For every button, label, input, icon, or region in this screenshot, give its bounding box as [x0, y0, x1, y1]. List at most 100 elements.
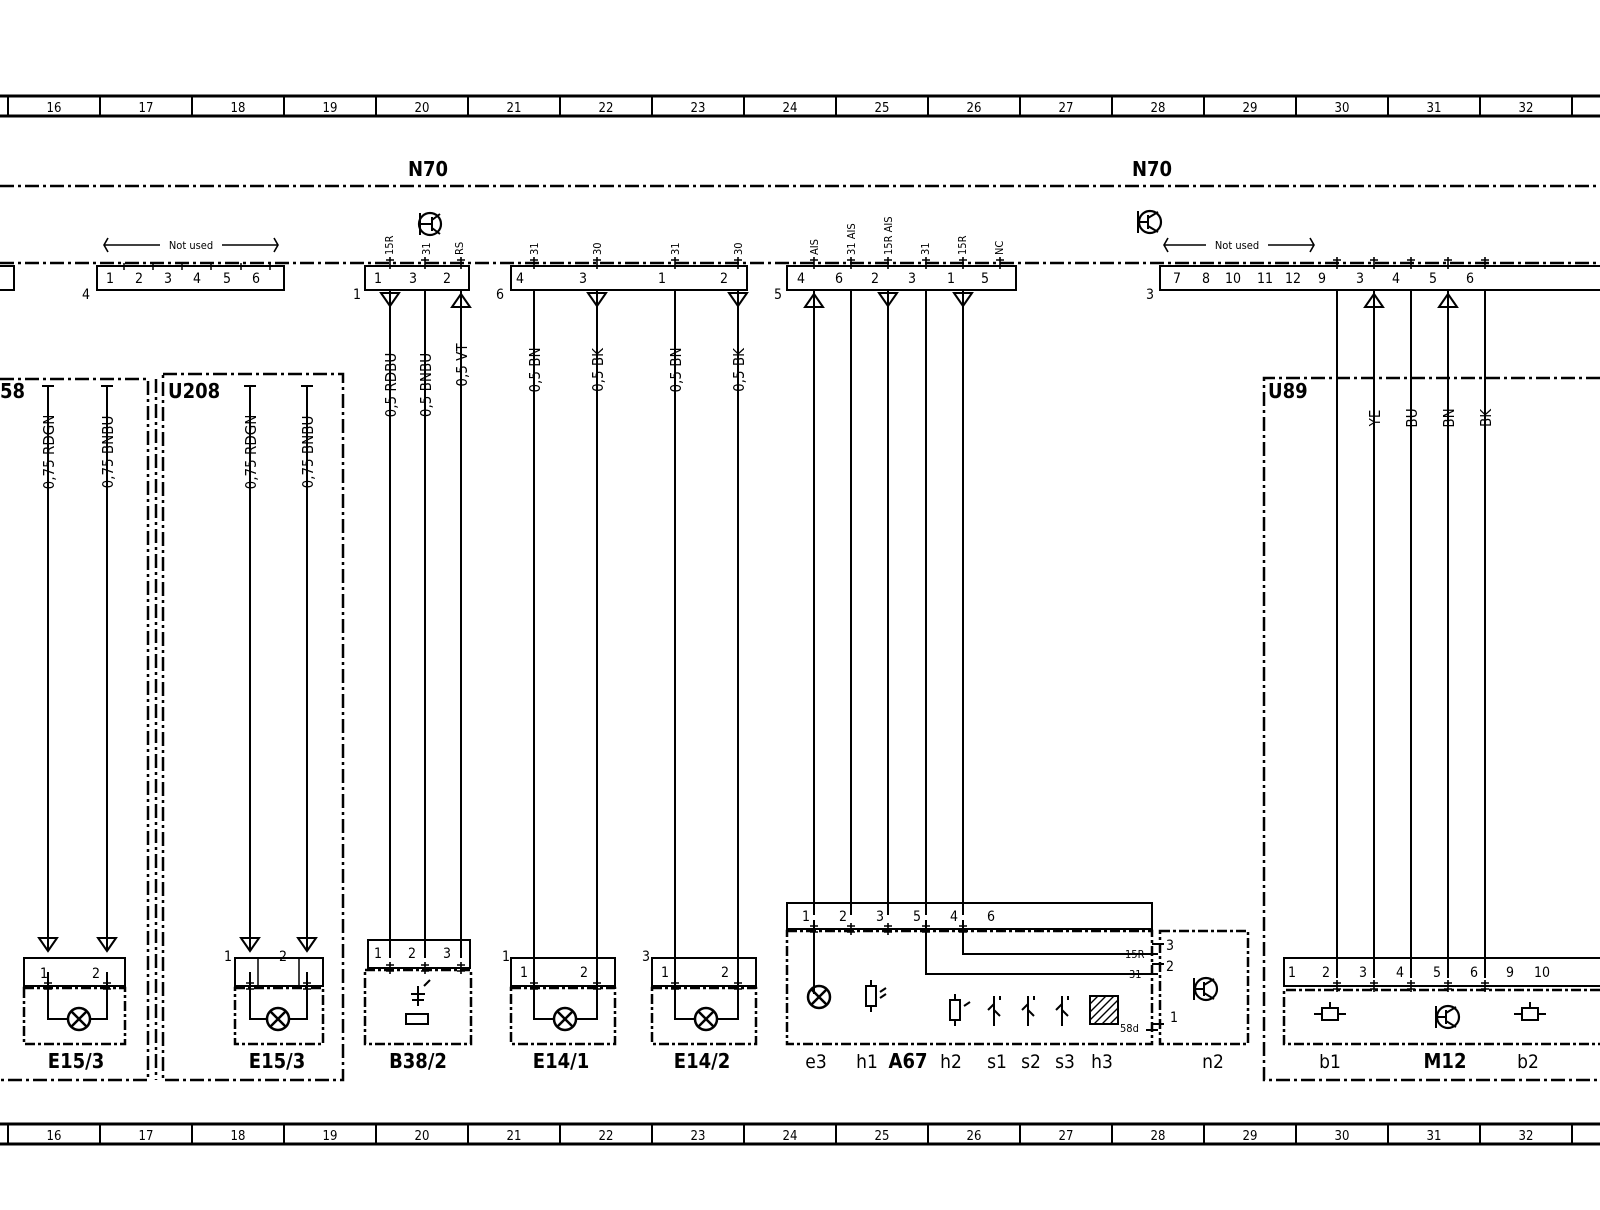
transistor-icon	[417, 211, 443, 237]
wire-label: 0,5 BK	[589, 347, 607, 392]
pin-function: 31	[528, 242, 541, 255]
ruler-col: 21	[507, 101, 522, 116]
wires	[47, 290, 1486, 978]
ruler-col: 28	[1151, 1129, 1166, 1144]
svg-text:6: 6	[835, 271, 843, 287]
ruler-col: 27	[1059, 101, 1074, 116]
svg-text:2: 2	[1166, 959, 1174, 975]
bottom-ruler	[0, 1122, 1600, 1146]
ruler-col: 20	[415, 101, 430, 116]
a67-part-label: h1	[856, 1051, 878, 1073]
module-label-n70: N70	[1132, 157, 1172, 181]
ruler-col: 25	[875, 1129, 890, 1144]
a67-internal-label: 31	[1129, 968, 1142, 981]
ruler-col: 28	[1151, 101, 1166, 116]
ruler-col: 22	[599, 1129, 614, 1144]
ruler-col: 29	[1243, 101, 1258, 116]
component-n2: 321	[1152, 929, 1250, 1046]
wire-terminals	[42, 385, 313, 393]
svg-text:1: 1	[802, 909, 810, 925]
svg-text:3: 3	[579, 271, 587, 287]
switch-icon	[987, 996, 1069, 1026]
svg-text:6: 6	[1466, 271, 1474, 287]
svg-text:1: 1	[106, 271, 114, 287]
svg-text:1: 1	[374, 946, 382, 962]
group-boxes	[0, 372, 1600, 1082]
svg-text:4: 4	[516, 271, 524, 287]
svg-text:2: 2	[839, 909, 847, 925]
ruler-col: 17	[139, 1129, 154, 1144]
svg-text:5: 5	[1429, 271, 1437, 287]
ruler-col: 24	[783, 1129, 798, 1144]
signal-arrows	[38, 292, 1458, 952]
transistor-icon	[1137, 209, 1163, 235]
svg-text:2: 2	[408, 946, 416, 962]
ruler-col: 16	[47, 101, 62, 116]
svg-text:9: 9	[1318, 271, 1326, 287]
svg-text:2: 2	[1322, 965, 1330, 981]
not-used-label: Not used	[1215, 239, 1259, 252]
component-label: E15/3	[249, 1049, 305, 1073]
svg-text:2: 2	[871, 271, 879, 287]
connector-number: 5	[774, 287, 782, 303]
lamp-icon	[806, 984, 832, 1010]
svg-text:6: 6	[1470, 965, 1478, 981]
component-b38-2: 1 2 3	[363, 939, 473, 1046]
svg-text:5: 5	[913, 909, 921, 925]
led-icon	[949, 994, 971, 1026]
svg-text:10: 10	[1534, 965, 1550, 981]
a67-part-label: s2	[1021, 1051, 1041, 1073]
a67-part-label: s3	[1055, 1051, 1075, 1073]
svg-text:3: 3	[443, 946, 451, 962]
pin-function: AIS	[808, 239, 821, 255]
rain-sensor-icon	[405, 979, 431, 1025]
module-label-n70: N70	[408, 157, 448, 181]
ruler-col: 18	[231, 101, 246, 116]
wire-label: YE	[1366, 410, 1384, 428]
ruler-col: 23	[691, 101, 706, 116]
svg-text:5: 5	[981, 271, 989, 287]
component-label: E14/1	[533, 1049, 589, 1073]
ruler-col: 32	[1519, 1129, 1534, 1144]
svg-text:9: 9	[1506, 965, 1514, 981]
ruler-col: 22	[599, 101, 614, 116]
connector-number: 4	[82, 287, 90, 303]
group-label: 58	[0, 379, 25, 403]
svg-text:10: 10	[1225, 271, 1241, 287]
m12-part-label: b1	[1319, 1051, 1341, 1073]
component-label-a67: A67	[889, 1049, 928, 1073]
top-ruler-labels: 16 17 18 19 20 21 22 23 24 25 26 27 28 2…	[47, 101, 1534, 116]
wire-label: 0,75 BNBU	[299, 416, 317, 489]
wire-label: 0,5 VT	[453, 343, 471, 387]
pin-function: 30	[591, 242, 604, 255]
component-label: B38/2	[389, 1049, 447, 1073]
svg-text:2: 2	[443, 271, 451, 287]
svg-text:2: 2	[279, 949, 287, 965]
m12-part-label: b2	[1517, 1051, 1539, 1073]
svg-text:1: 1	[374, 271, 382, 287]
sensor-icon	[1514, 1002, 1546, 1021]
pin-function: 15R AIS	[882, 216, 895, 255]
ruler-col: 19	[323, 101, 338, 116]
ruler-col: 27	[1059, 1129, 1074, 1144]
svg-text:1: 1	[1170, 1010, 1178, 1026]
ruler-col: 30	[1335, 1129, 1350, 1144]
wire-label: 0,75 RDGN	[40, 415, 58, 490]
wire-label: 0,5 BNBU	[417, 353, 435, 417]
group-label-u208: U208	[168, 379, 220, 403]
svg-text:1: 1	[947, 271, 955, 287]
group-label-u89: U89	[1268, 379, 1308, 403]
pin-function: NC	[993, 241, 1006, 255]
a67-part-labels: e3 h1 h2 s1 s2 s3 h3	[805, 1051, 1113, 1073]
connector-number: 1	[353, 287, 361, 303]
ruler-col: 29	[1243, 1129, 1258, 1144]
wire-label: 0,5 BN	[667, 347, 685, 392]
